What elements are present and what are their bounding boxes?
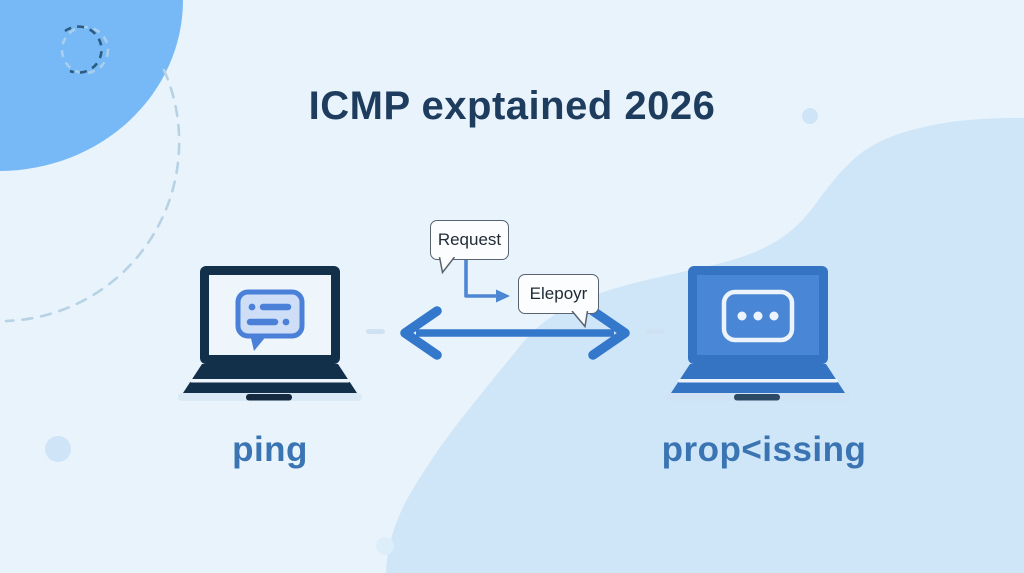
reply-bubble-label: Elepoyr	[529, 284, 588, 303]
ellipsis-dots-icon	[721, 289, 795, 343]
laptop-right-base-line	[678, 379, 838, 383]
dashed-arc	[4, 68, 181, 323]
right-device-label: prop<issing	[661, 430, 867, 469]
reply-bubble-tail	[571, 311, 589, 328]
request-bubble-tail	[438, 257, 456, 274]
link-dash-right	[645, 329, 664, 334]
laptop-left-illustration	[178, 266, 362, 401]
request-bubble: Request	[430, 220, 509, 274]
laptop-left-base-line	[190, 379, 350, 383]
dot-left	[45, 436, 71, 462]
laptop-right-notch	[734, 394, 780, 401]
page-title: ICMP exptained 2026	[308, 84, 716, 128]
reply-bubble: Elepoyr	[518, 274, 599, 328]
request-bubble-label: Request	[437, 230, 502, 249]
double-headed-arrow-icon	[400, 306, 630, 360]
blob-top-left	[0, 0, 183, 171]
dashed-circle	[60, 25, 110, 75]
laptop-left-base	[183, 364, 357, 393]
elbow-arrow-icon	[464, 260, 510, 303]
laptop-left-notch	[246, 394, 292, 401]
left-device-label: ping	[232, 430, 308, 469]
dashed-circle-dark-arc	[64, 25, 103, 74]
link-dash-left	[366, 329, 385, 334]
laptop-right-illustration	[666, 266, 850, 401]
dot-bottom-center	[376, 537, 394, 555]
dot-top-right	[802, 108, 818, 124]
chat-message-icon	[235, 289, 305, 351]
laptop-right-base	[671, 364, 845, 393]
